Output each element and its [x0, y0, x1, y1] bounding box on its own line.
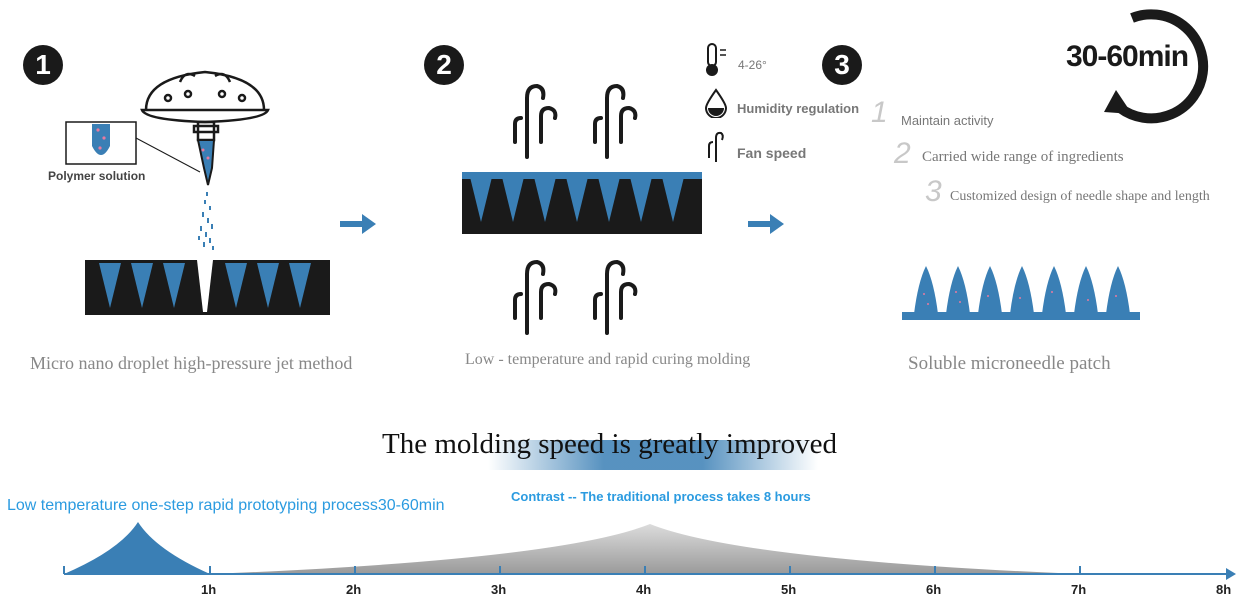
humidity-label: Humidity regulation — [737, 101, 860, 116]
traditional-process-area — [210, 524, 1080, 574]
benefit-3-num: 3 — [925, 175, 942, 208]
arrow-right-icon — [748, 214, 784, 234]
inset-label: Polymer solution — [48, 169, 146, 183]
tick-label-5h: 5h — [781, 582, 797, 597]
tick-label-8h: 8h — [1216, 582, 1232, 597]
microneedle-patch-illustration — [902, 266, 1140, 320]
headline-highlight — [488, 440, 818, 470]
arrow-right-icon — [340, 214, 376, 234]
mold-step-1 — [85, 260, 330, 315]
tick-label-1h: 1h — [201, 582, 217, 597]
benefit-3-text: Customized design of needle shape and le… — [950, 189, 1210, 204]
headline: The molding speed is greatly improved — [382, 428, 838, 460]
tick-label-2h: 2h — [346, 582, 362, 597]
step-1-caption: Micro nano droplet high-pressure jet met… — [30, 353, 353, 373]
wind-symbols-bottom — [513, 259, 638, 335]
duration-badge: 30-60min — [1066, 40, 1189, 73]
water-drop-icon — [704, 88, 728, 118]
legend-traditional-process: Contrast -- The traditional process take… — [511, 489, 811, 504]
benefit-1-text: Maintain activity — [901, 113, 994, 128]
thermometer-icon — [706, 43, 726, 76]
benefit-1-num: 1 — [871, 96, 888, 129]
jet-apparatus-illustration — [65, 70, 270, 250]
step-2-caption: Low - temperature and rapid curing moldi… — [465, 351, 751, 368]
legend-new-process: Low temperature one-step rapid prototypi… — [7, 497, 445, 514]
tick-label-4h: 4h — [636, 582, 652, 597]
step-2-number: 2 — [424, 45, 464, 85]
mold-step-2 — [462, 172, 702, 234]
wind-icon — [708, 131, 724, 162]
benefit-2-num: 2 — [894, 137, 911, 170]
axis-arrow-icon — [1226, 568, 1236, 580]
wind-symbols-top — [513, 83, 638, 159]
new-process-area — [64, 522, 210, 574]
benefit-2-text: Carried wide range of ingredients — [922, 149, 1124, 165]
step-1-number: 1 — [23, 45, 63, 85]
tick-label-7h: 7h — [1071, 582, 1087, 597]
step-3-number: 3 — [822, 45, 862, 85]
fan-speed-label: Fan speed — [737, 145, 807, 161]
timeline-chart — [63, 522, 1236, 580]
step-3-caption: Soluble microneedle patch — [908, 353, 1111, 374]
temperature-label: 4-26° — [738, 58, 767, 72]
tick-label-6h: 6h — [926, 582, 942, 597]
tick-label-3h: 3h — [491, 582, 507, 597]
circular-arrow-icon — [1104, 9, 1209, 124]
